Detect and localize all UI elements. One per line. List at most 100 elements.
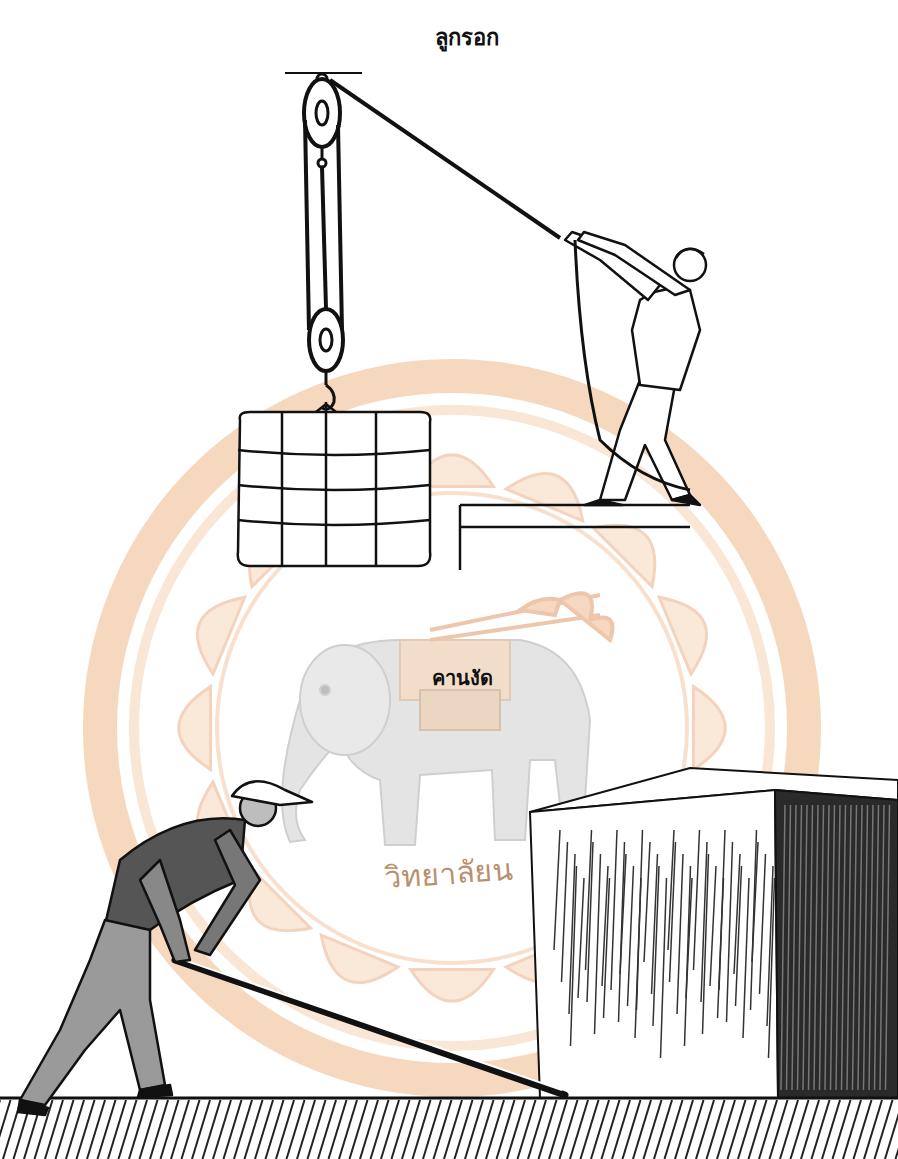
block-texture bbox=[604, 878, 610, 1018]
block-texture bbox=[637, 830, 643, 1010]
ground-hatch bbox=[560, 1100, 578, 1159]
block-texture bbox=[803, 805, 807, 1090]
block-texture bbox=[644, 842, 650, 962]
ground-hatch bbox=[224, 1100, 242, 1159]
block-texture bbox=[620, 854, 626, 974]
block-texture bbox=[653, 866, 659, 1026]
block-texture bbox=[820, 805, 824, 1090]
ground-hatch bbox=[371, 1100, 389, 1159]
ground-hatch bbox=[98, 1100, 116, 1159]
ground-hatch bbox=[108, 1100, 126, 1159]
block-texture bbox=[677, 854, 683, 1014]
ground-hatch bbox=[780, 1100, 798, 1159]
ground-hatch bbox=[633, 1100, 651, 1159]
block-texture bbox=[787, 805, 791, 1090]
ground-hatch bbox=[854, 1100, 872, 1159]
block-texture bbox=[836, 805, 840, 1090]
ground-hatch bbox=[297, 1100, 315, 1159]
block-texture bbox=[710, 866, 716, 986]
ground-hatch bbox=[203, 1100, 221, 1159]
ground-hatch bbox=[507, 1100, 525, 1159]
watermark-text: วิทยาลัยน bbox=[382, 846, 514, 902]
ground-hatch bbox=[287, 1100, 305, 1159]
ground-hatch bbox=[875, 1100, 893, 1159]
ground-hatch bbox=[581, 1100, 599, 1159]
ground-hatch bbox=[150, 1100, 168, 1159]
ground-hatch bbox=[402, 1100, 420, 1159]
block-texture bbox=[809, 805, 813, 1090]
man-pulling bbox=[565, 232, 706, 505]
seal-petal bbox=[179, 687, 211, 770]
ground-hatch bbox=[591, 1100, 609, 1159]
block-texture bbox=[587, 842, 593, 1002]
ground-hatch bbox=[759, 1100, 777, 1159]
block-texture bbox=[769, 878, 775, 1058]
block-texture bbox=[814, 805, 818, 1090]
block-texture bbox=[875, 805, 879, 1090]
ground-hatch bbox=[171, 1100, 189, 1159]
ground-hatch bbox=[213, 1100, 231, 1159]
block-texture bbox=[628, 866, 634, 1006]
weapons bbox=[430, 593, 613, 640]
ground-hatch bbox=[339, 1100, 357, 1159]
ground-hatch bbox=[455, 1100, 473, 1159]
ground-hatch bbox=[413, 1100, 431, 1159]
ground-hatch bbox=[66, 1100, 84, 1159]
block-texture bbox=[842, 805, 846, 1090]
ground-hatch bbox=[822, 1100, 840, 1159]
block-texture bbox=[831, 805, 835, 1090]
ground-hatch bbox=[549, 1100, 567, 1159]
block-texture bbox=[743, 878, 749, 1038]
ground-hatch bbox=[696, 1100, 714, 1159]
ground-hatch bbox=[87, 1100, 105, 1159]
block-texture bbox=[611, 830, 617, 990]
ground-hatch bbox=[486, 1100, 504, 1159]
block-texture bbox=[752, 842, 758, 962]
ground-hatch bbox=[675, 1100, 693, 1159]
block-texture bbox=[853, 805, 857, 1090]
block-texture bbox=[825, 805, 829, 1090]
ground-hatch bbox=[623, 1100, 641, 1159]
ground-hatch bbox=[423, 1100, 441, 1159]
ground-hatch bbox=[329, 1100, 347, 1159]
block-texture bbox=[880, 805, 884, 1090]
ground-hatch bbox=[644, 1100, 662, 1159]
block-texture bbox=[661, 878, 667, 1058]
ground-hatch bbox=[801, 1100, 819, 1159]
ledge bbox=[460, 505, 690, 570]
ground-hatch bbox=[843, 1100, 861, 1159]
ground-hatch bbox=[308, 1100, 326, 1159]
block-texture bbox=[703, 854, 709, 1034]
block-texture bbox=[727, 842, 733, 1022]
ground-hatch bbox=[612, 1100, 630, 1159]
ground-hatch bbox=[476, 1100, 494, 1159]
ground-hatch bbox=[434, 1100, 452, 1159]
ground-hatch bbox=[140, 1100, 158, 1159]
ground-hatch bbox=[255, 1100, 273, 1159]
crowbar-highlight bbox=[178, 958, 562, 1090]
ground-hatch bbox=[245, 1100, 263, 1159]
ground-hatch bbox=[350, 1100, 368, 1159]
ground-hatch bbox=[864, 1100, 882, 1159]
block-texture bbox=[686, 878, 692, 998]
ground-hatch bbox=[833, 1100, 851, 1159]
block-texture bbox=[886, 805, 890, 1090]
block-texture bbox=[798, 805, 802, 1090]
ground-hatch bbox=[717, 1100, 735, 1159]
block-texture bbox=[869, 805, 873, 1090]
section-heading: คานงัด bbox=[432, 662, 493, 694]
ground-hatch bbox=[182, 1100, 200, 1159]
ground-hatch bbox=[56, 1100, 74, 1159]
ground-hatch bbox=[539, 1100, 557, 1159]
block-texture bbox=[760, 854, 766, 994]
ground-hatch bbox=[381, 1100, 399, 1159]
ground-hatch bbox=[749, 1100, 767, 1159]
ground-hatch bbox=[444, 1100, 462, 1159]
block-texture bbox=[847, 805, 851, 1090]
ground-hatch bbox=[728, 1100, 746, 1159]
block-texture bbox=[571, 866, 577, 1046]
ground-hatch bbox=[465, 1100, 483, 1159]
ground-hatch bbox=[518, 1100, 536, 1159]
ground-hatch bbox=[77, 1100, 95, 1159]
